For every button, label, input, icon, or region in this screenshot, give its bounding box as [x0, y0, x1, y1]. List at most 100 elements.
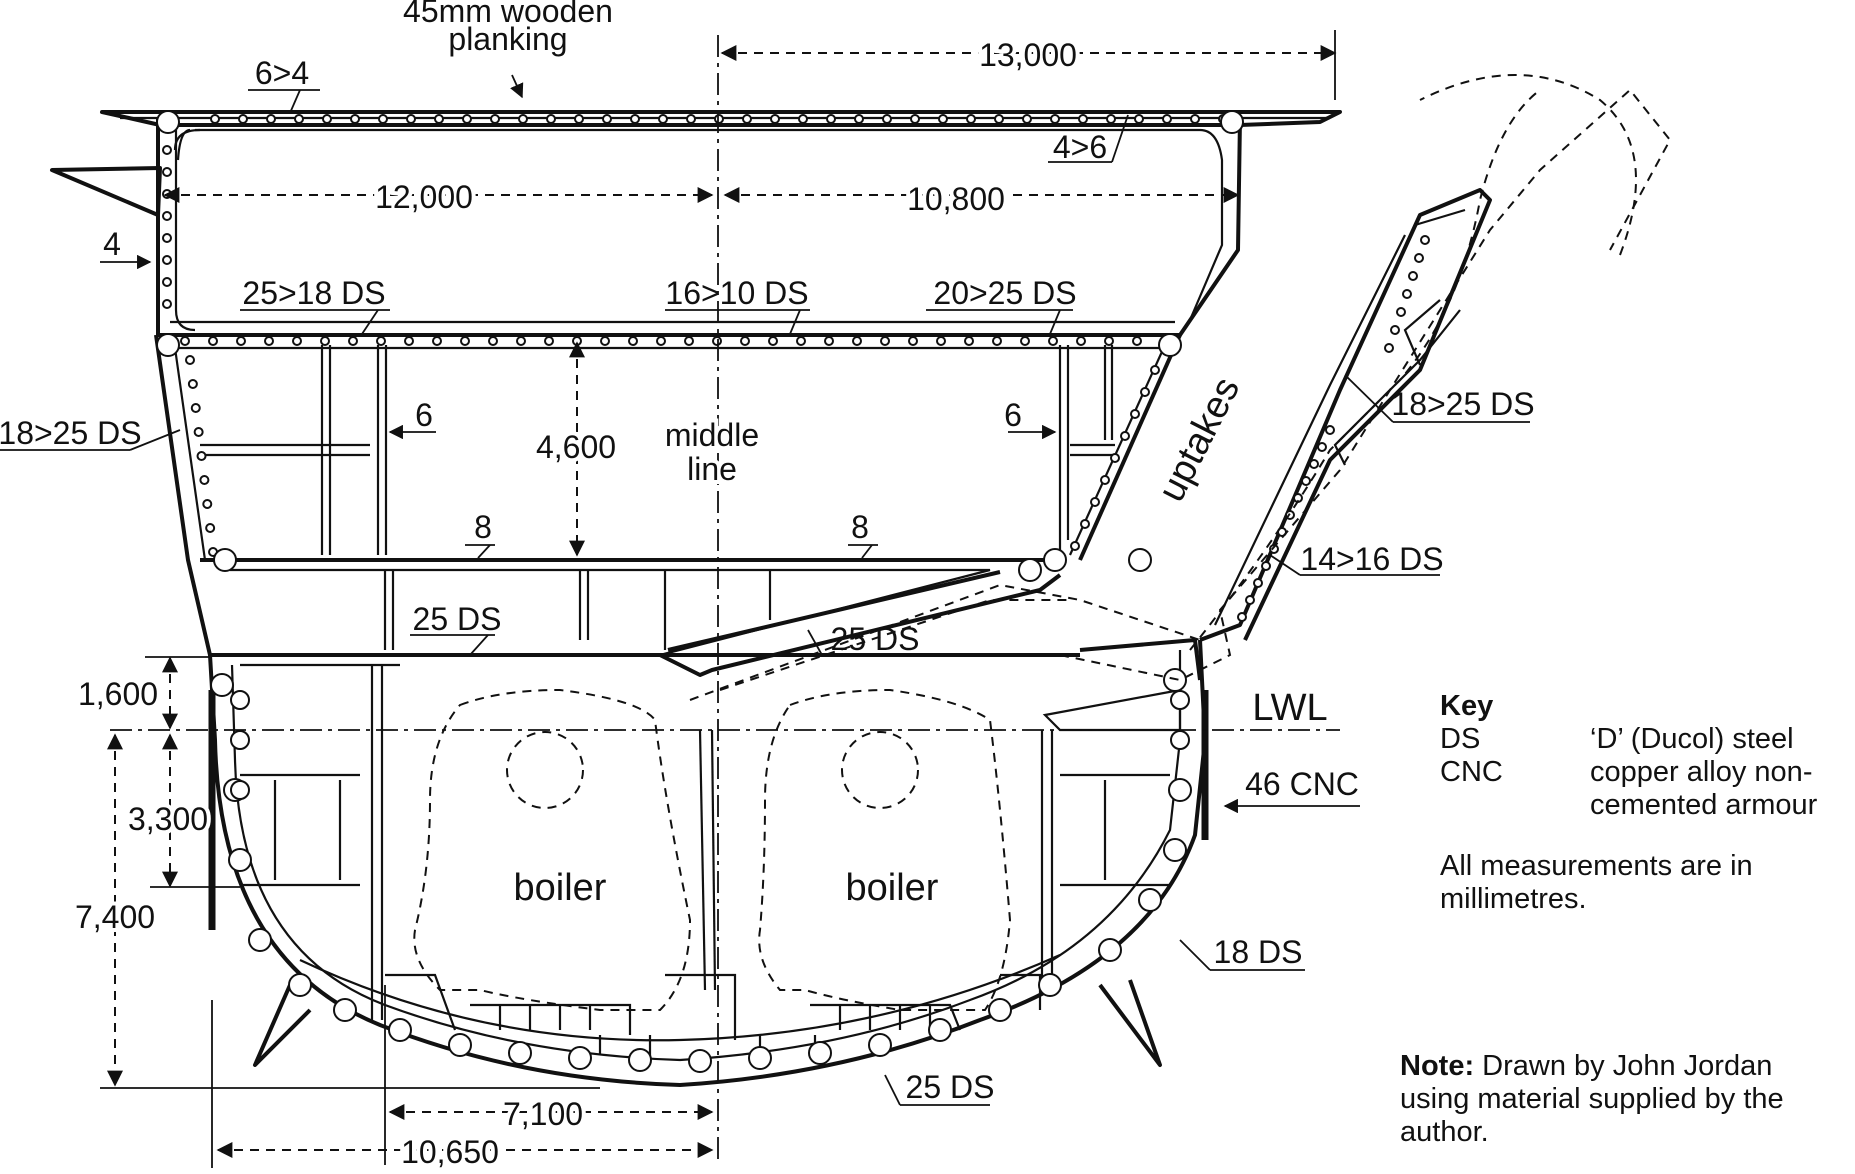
rivet: [824, 336, 834, 346]
key-meaning-line: copper alloy non-: [1590, 756, 1813, 788]
rivet: [908, 336, 918, 346]
rivet: [185, 355, 195, 365]
note-line: author.: [1400, 1116, 1489, 1148]
rivet: [1390, 325, 1400, 335]
boiler-label-right: boiler: [846, 867, 939, 909]
rivet: [1090, 497, 1100, 507]
boiler-and-uptake-outlines: [413, 74, 1672, 1011]
lightening-hole: [508, 1041, 532, 1065]
key-title: Key: [1440, 690, 1494, 722]
rivet: [294, 114, 304, 124]
plate-top-left: 6>4: [255, 55, 309, 91]
rivet: [162, 299, 172, 309]
rivet: [1162, 114, 1172, 124]
centre-line-label-1: middle: [665, 417, 759, 453]
planking-line-2: planking: [448, 21, 567, 57]
lightening-hole: [1138, 888, 1162, 912]
lightening-hole: [156, 110, 180, 134]
key-row-cnc: CNC copper alloy non- cemented armour: [1440, 756, 1855, 822]
rivet: [544, 336, 554, 346]
rivet: [1237, 612, 1247, 622]
rivet: [162, 167, 172, 177]
lightening-hole: [688, 1049, 712, 1073]
lightening-hole: [288, 973, 312, 997]
rivet: [796, 336, 806, 346]
rivet: [162, 145, 172, 155]
dim-inner-left: 12,000: [375, 179, 473, 215]
rivet: [1022, 114, 1032, 124]
rivet: [1261, 561, 1271, 571]
dim-lower-half-width: 10,650: [401, 1134, 499, 1169]
lightening-hole: [333, 998, 357, 1022]
plate-deck-mid: 16>10 DS: [665, 275, 808, 311]
rivet: [320, 336, 330, 346]
rivet: [266, 114, 276, 124]
lightening-hole: [868, 1033, 892, 1057]
rivet: [1420, 235, 1430, 245]
rivet: [1396, 307, 1406, 317]
rivet: [1309, 459, 1319, 469]
lightening-hole: [156, 333, 180, 357]
rivet: [460, 336, 470, 346]
rivet: [404, 336, 414, 346]
lightening-hole: [230, 780, 250, 800]
rivet: [826, 114, 836, 124]
rivet: [378, 114, 388, 124]
lightening-hole: [388, 1018, 412, 1042]
rivet: [798, 114, 808, 124]
dim-upper-half-width: 13,000: [979, 37, 1077, 73]
rivet: [516, 336, 526, 346]
rivet: [1414, 253, 1424, 263]
rivet: [180, 336, 190, 346]
plate-bulkhead-right: 6: [1004, 397, 1022, 433]
lightening-hole: [1043, 548, 1067, 572]
rivet: [1408, 271, 1418, 281]
rivet: [1317, 442, 1327, 452]
rivet: [1253, 578, 1263, 588]
plate-uptake: 18>25 DS: [1391, 386, 1534, 422]
rivet: [162, 277, 172, 287]
lightening-hole: [1158, 333, 1182, 357]
planking-line-1: 45mm wooden: [403, 0, 613, 29]
rivet: [488, 336, 498, 346]
rivet: [238, 114, 248, 124]
note-label: Note:: [1400, 1050, 1475, 1082]
rivet: [854, 114, 864, 124]
note-line: using material supplied by the: [1400, 1083, 1784, 1115]
rivet: [322, 114, 332, 124]
rivet: [1140, 387, 1150, 397]
lightening-hole: [1163, 668, 1187, 692]
rivet: [348, 336, 358, 346]
rivet: [602, 114, 612, 124]
lwl-label: LWL: [1252, 687, 1327, 729]
plate-keel: 25 DS: [906, 1069, 995, 1105]
rivet: [966, 114, 976, 124]
lightening-hole: [213, 548, 237, 572]
lightening-hole: [210, 673, 234, 697]
rivet: [742, 114, 752, 124]
key-panel: Key DS ‘D’ (Ducol) steel CNC copper allo…: [1440, 690, 1855, 916]
plate-side-left: 18>25 DS: [0, 415, 142, 451]
plate-deck-right: 20>25 DS: [933, 275, 1076, 311]
units-note-line: All measurements are in: [1440, 850, 1753, 882]
rivet: [208, 336, 218, 346]
rivet: [1070, 541, 1080, 551]
rivet: [199, 475, 210, 485]
lightening-holes: [156, 110, 1244, 1073]
rivet: [190, 403, 201, 413]
key-meaning: copper alloy non- cemented armour: [1590, 756, 1817, 822]
rivet: [193, 427, 204, 437]
lightening-hole: [1220, 110, 1244, 134]
rivet: [518, 114, 528, 124]
rivet: [880, 336, 890, 346]
plate-bulkhead-left: 6: [415, 397, 433, 433]
lightening-hole: [230, 730, 250, 750]
key-meaning-line: cemented armour: [1590, 789, 1818, 821]
rivet: [162, 211, 172, 221]
rivet: [768, 336, 778, 346]
rivet: [162, 255, 172, 265]
rivet-holes: [162, 114, 1430, 622]
rivet: [574, 114, 584, 124]
